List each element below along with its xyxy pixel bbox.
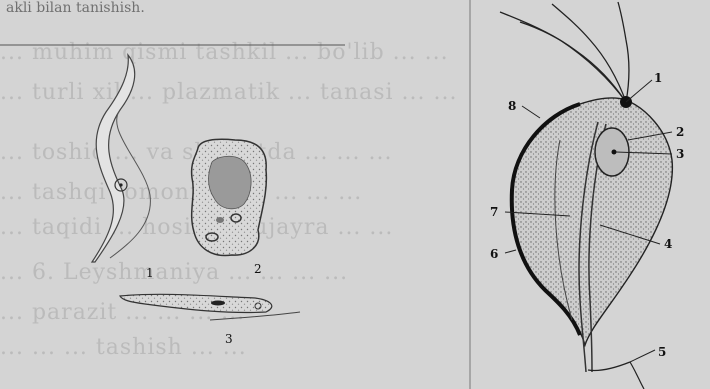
right-label-3: 3 [676,147,684,161]
left-figure-cell-2 [192,139,267,255]
right-label-7: 7 [490,205,498,219]
right-figure-flagellate [500,2,672,389]
right-label-1: 1 [654,71,662,85]
left-figure-cell-3 [120,294,300,320]
right-label-4: 4 [664,237,672,251]
right-label-8: 8 [508,99,516,113]
right-label-5: 5 [658,345,666,359]
left-label-3: 3 [225,332,233,346]
right-label-2: 2 [676,125,684,139]
left-label-2: 2 [254,262,262,276]
right-label-6: 6 [490,247,498,261]
left-figure-cell-1 [92,55,150,262]
left-label-1: 1 [146,266,154,280]
